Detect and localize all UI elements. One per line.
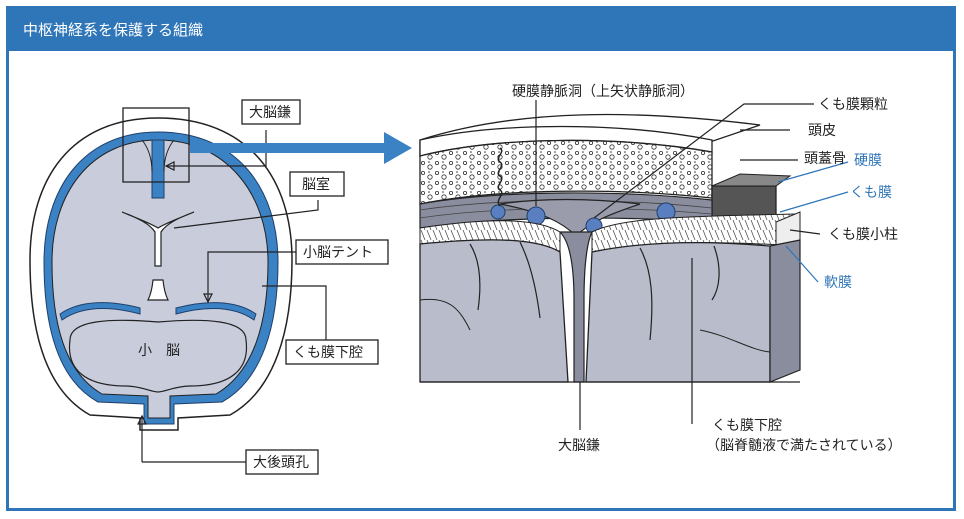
label-arachnoid: くも膜 xyxy=(850,185,892,201)
right-leaders xyxy=(535,100,849,430)
brain-hemisphere-left xyxy=(419,239,569,383)
brain-hemisphere-right xyxy=(585,241,771,383)
tentorium xyxy=(59,302,141,321)
cerebellum-label: 小 脳 xyxy=(138,343,180,359)
cerebellum xyxy=(68,319,248,393)
label-scalp: 頭皮 xyxy=(808,123,836,139)
label-tentorium: 小脳テント xyxy=(303,245,373,261)
label-ventricle: 脳室 xyxy=(302,176,330,193)
title-bar: 中枢神経系を保護する組織 xyxy=(9,9,953,51)
label-arachnoid-granulation: くも膜顆粒 xyxy=(818,97,888,113)
label-dura-mater: 硬膜 xyxy=(854,153,882,169)
label-dural-sinus: 硬膜静脈洞（上矢状静脈洞） xyxy=(512,84,694,100)
label-falx-left: 大脳鎌 xyxy=(249,105,291,121)
figure-title: 中枢神経系を保護する組織 xyxy=(23,21,204,39)
label-arachnoid-trabecula: くも膜小柱 xyxy=(828,227,898,243)
ventricle xyxy=(121,211,195,267)
left-labels: 大脳鎌 脳室 小脳テント くも膜下腔 大後頭孔 xyxy=(241,99,389,475)
label-subarachnoid-left: くも膜下腔 xyxy=(293,345,363,361)
left-leaders xyxy=(137,130,327,463)
zoom-region-box xyxy=(122,107,190,183)
label-subarachnoid-right: くも膜下腔 xyxy=(712,418,782,434)
right-labels: 硬膜静脈洞（上矢状静脈洞） くも膜顆粒 頭皮 頭蓋骨 硬膜 くも膜 くも膜小柱 … xyxy=(512,84,902,454)
head-cross-section: 小 脳 xyxy=(29,107,293,431)
label-falx-right: 大脳鎌 xyxy=(558,438,600,454)
falx-cerebri xyxy=(151,139,165,199)
label-foramen-magnum: 大後頭孔 xyxy=(253,455,309,471)
meninges-block xyxy=(419,113,801,383)
label-pia-mater: 軟膜 xyxy=(824,275,852,291)
label-skull: 頭蓋骨 xyxy=(804,151,846,167)
label-csf-note: （脳脊髄液で満たされている） xyxy=(706,438,902,454)
arachnoid-granulations xyxy=(490,202,676,235)
zoom-arrow xyxy=(190,132,412,164)
